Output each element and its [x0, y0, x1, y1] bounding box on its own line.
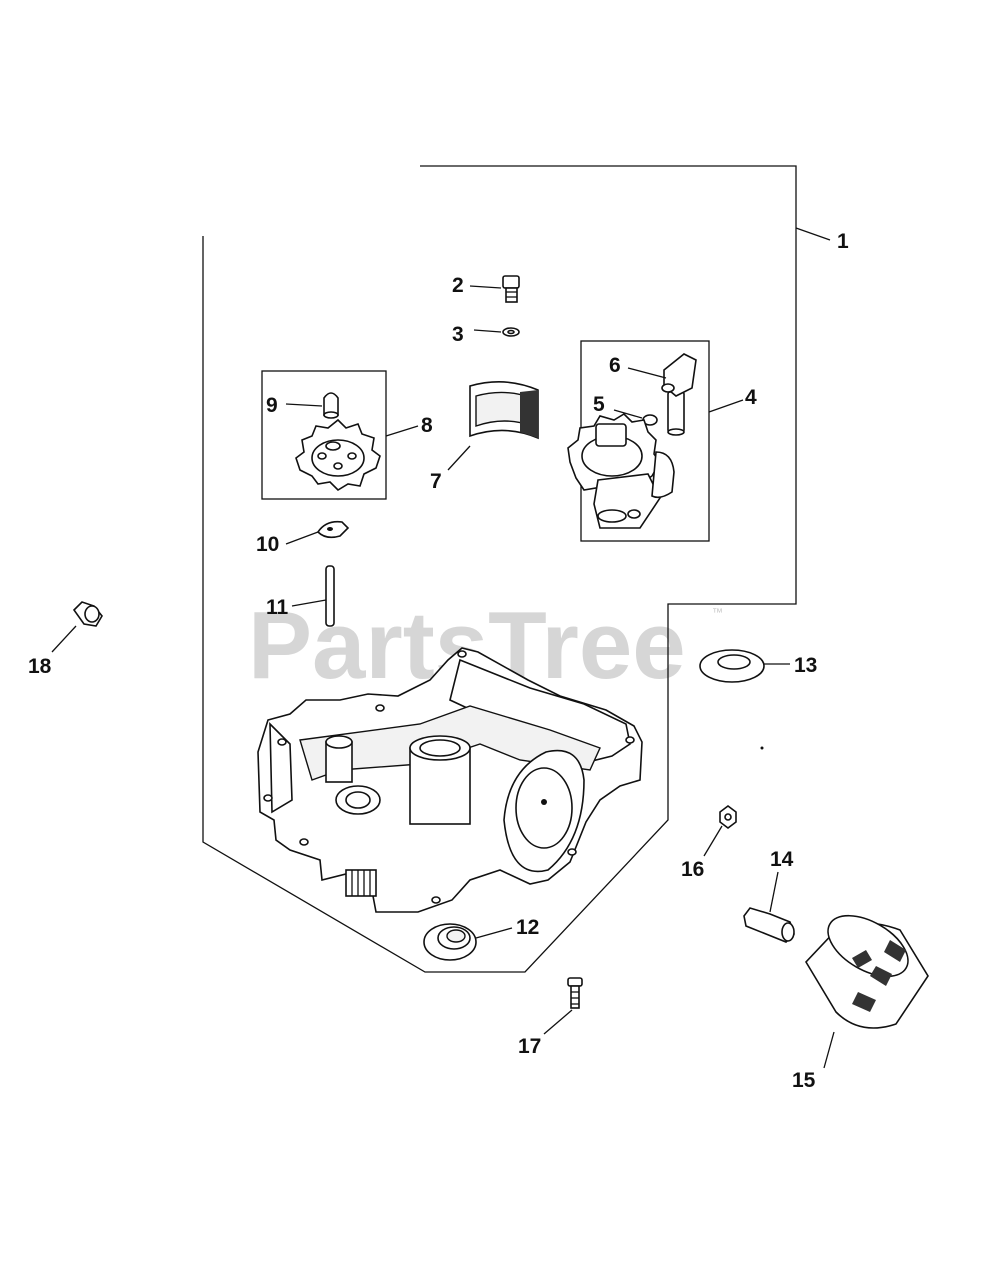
part-16-nut[interactable]	[719, 805, 737, 829]
callout-17[interactable]: 17	[518, 1035, 541, 1058]
callout-15[interactable]: 15	[792, 1069, 816, 1092]
callout-12[interactable]: 12	[516, 916, 539, 939]
part-1-oil-pan[interactable]	[257, 647, 643, 913]
leader-14	[769, 871, 779, 913]
leader-2	[469, 285, 502, 289]
callout-9[interactable]: 9	[266, 394, 278, 417]
stray-dot	[760, 746, 764, 750]
part-3-washer[interactable]	[502, 327, 520, 337]
part-9-pin[interactable]	[323, 392, 339, 419]
watermark-trademark: ™	[712, 607, 723, 619]
part-2-bolt[interactable]	[502, 275, 520, 303]
part-15-oil-filter[interactable]	[805, 903, 929, 1029]
assembly-frame-8	[261, 370, 387, 500]
leader-8	[385, 425, 419, 437]
part-13-washer[interactable]	[699, 649, 765, 683]
part-7-bearing[interactable]	[469, 381, 539, 440]
part-11-dowel[interactable]	[325, 565, 335, 627]
leader-16	[703, 825, 723, 857]
leader-11	[291, 599, 327, 607]
leader-18	[51, 625, 77, 653]
callout-3[interactable]: 3	[452, 323, 464, 346]
callout-13[interactable]: 13	[794, 654, 817, 677]
callout-1[interactable]: 1	[837, 230, 849, 253]
leader-7	[447, 445, 471, 471]
leader-15	[823, 1031, 835, 1069]
leader-12	[475, 927, 513, 939]
assembly-frame-1	[202, 165, 797, 973]
callout-18[interactable]: 18	[28, 655, 52, 678]
part-17-screw[interactable]	[567, 977, 583, 1009]
callout-11[interactable]: 11	[266, 596, 289, 619]
leader-10	[285, 531, 319, 545]
leader-3	[473, 329, 502, 333]
part-12-oil-seal[interactable]	[423, 923, 477, 961]
callout-8[interactable]: 8	[421, 414, 433, 437]
leader-9	[285, 403, 323, 407]
callout-16[interactable]: 16	[681, 858, 704, 881]
callout-10[interactable]: 10	[256, 533, 279, 556]
leader-1	[795, 227, 831, 241]
part-6-pickup[interactable]	[661, 353, 697, 436]
callout-7[interactable]: 7	[430, 470, 442, 493]
leader-5	[613, 409, 643, 419]
part-18-drain-plug[interactable]	[72, 601, 103, 627]
part-10-washer[interactable]	[316, 520, 350, 539]
leader-6	[627, 367, 667, 379]
part-4-oil-pump[interactable]	[567, 412, 675, 529]
callout-2[interactable]: 2	[452, 274, 464, 297]
leader-17	[543, 1009, 573, 1035]
callout-14[interactable]: 14	[770, 848, 794, 871]
callout-6[interactable]: 6	[609, 354, 621, 377]
part-8-gear[interactable]	[295, 418, 381, 492]
leader-4	[708, 399, 744, 413]
callout-5[interactable]: 5	[593, 393, 605, 416]
callout-4[interactable]: 4	[745, 386, 757, 409]
part-14-stud[interactable]	[743, 907, 795, 943]
